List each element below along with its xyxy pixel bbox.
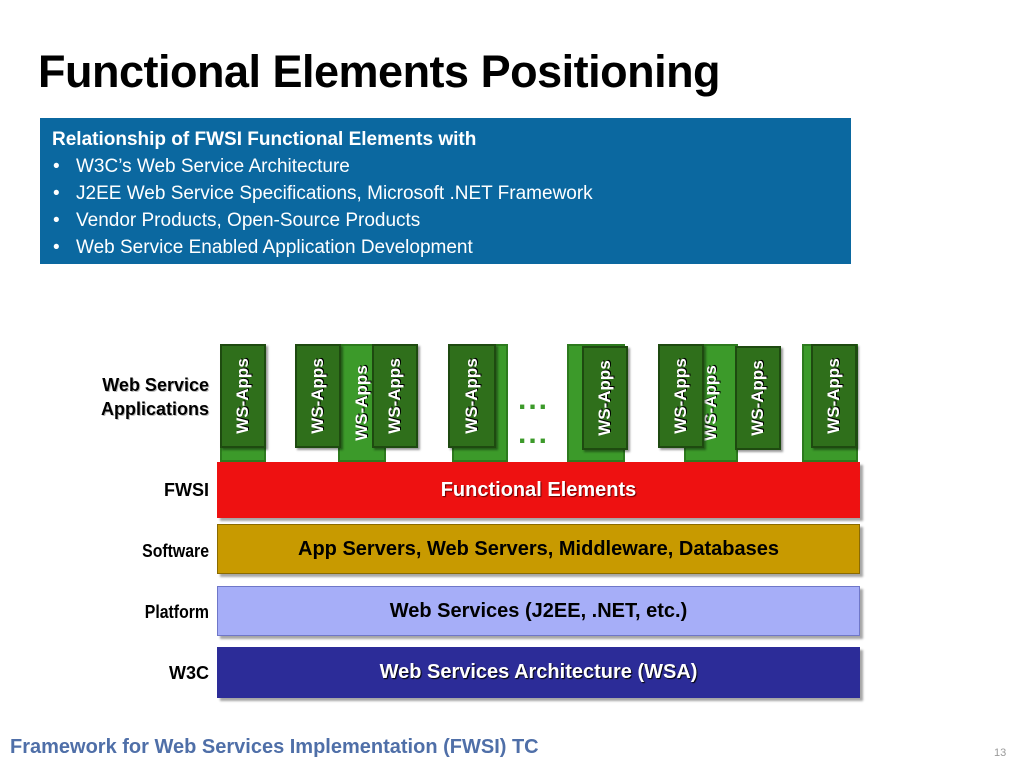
ws-app-label: WS-Apps	[352, 365, 371, 441]
ws-app-bar: WS-Apps	[811, 344, 857, 448]
label-line: Applications	[100, 399, 209, 419]
ellipsis-mark: ...	[518, 417, 550, 450]
ws-app-label: WS-Apps	[462, 358, 481, 434]
info-box-bullets: W3C’s Web Service Architecture J2EE Web …	[52, 153, 839, 261]
label-w3c: W3C	[169, 663, 209, 683]
slide-title: Functional Elements Positioning	[38, 46, 721, 97]
ws-app-bar: WS-Apps	[658, 344, 704, 448]
ws-app-label: WS-Apps	[748, 360, 767, 436]
bullet-item: Web Service Enabled Application Developm…	[52, 234, 839, 261]
ws-app-label: WS-Apps	[233, 358, 252, 434]
layer-w3c: Web Services Architecture (WSA)	[217, 647, 860, 698]
ellipsis-mark: ...	[518, 383, 550, 416]
ws-app-bar: WS-Apps	[295, 344, 341, 448]
label-line: Web Service	[102, 375, 209, 395]
ws-app-bar: WS-Apps	[372, 344, 418, 448]
layer-platform: Web Services (J2EE, .NET, etc.)	[217, 586, 860, 636]
ws-app-label: WS-Apps	[595, 360, 614, 436]
ws-app-bar: WS-Apps	[582, 346, 628, 450]
label-fwsi: FWSI	[164, 480, 209, 500]
ws-app-label: WS-Apps	[671, 358, 690, 434]
bullet-item: W3C’s Web Service Architecture	[52, 153, 839, 180]
info-box: Relationship of FWSI Functional Elements…	[40, 118, 851, 264]
label-platform: Platform	[144, 602, 209, 622]
layer-software: App Servers, Web Servers, Middleware, Da…	[217, 524, 860, 574]
ws-app-bar: WS-Apps	[220, 344, 266, 448]
bullet-item: Vendor Products, Open-Source Products	[52, 207, 839, 234]
ws-app-bar: WS-Apps	[735, 346, 781, 450]
ws-app-bar: WS-Apps	[448, 344, 496, 448]
label-software: Software	[142, 541, 209, 561]
label-web-service-applications: Web Service Applications	[101, 373, 209, 421]
ws-app-label: WS-Apps	[824, 358, 843, 434]
info-box-heading: Relationship of FWSI Functional Elements…	[52, 129, 477, 150]
page-number: 13	[994, 747, 1007, 759]
ws-app-label: WS-Apps	[701, 365, 720, 441]
ws-app-label: WS-Apps	[308, 358, 327, 434]
slide-footer: Framework for Web Services Implementatio…	[10, 736, 539, 758]
bullet-item: J2EE Web Service Specifications, Microso…	[52, 180, 839, 207]
layer-functional-elements: Functional Elements	[217, 462, 860, 518]
ws-app-label: WS-Apps	[385, 358, 404, 434]
